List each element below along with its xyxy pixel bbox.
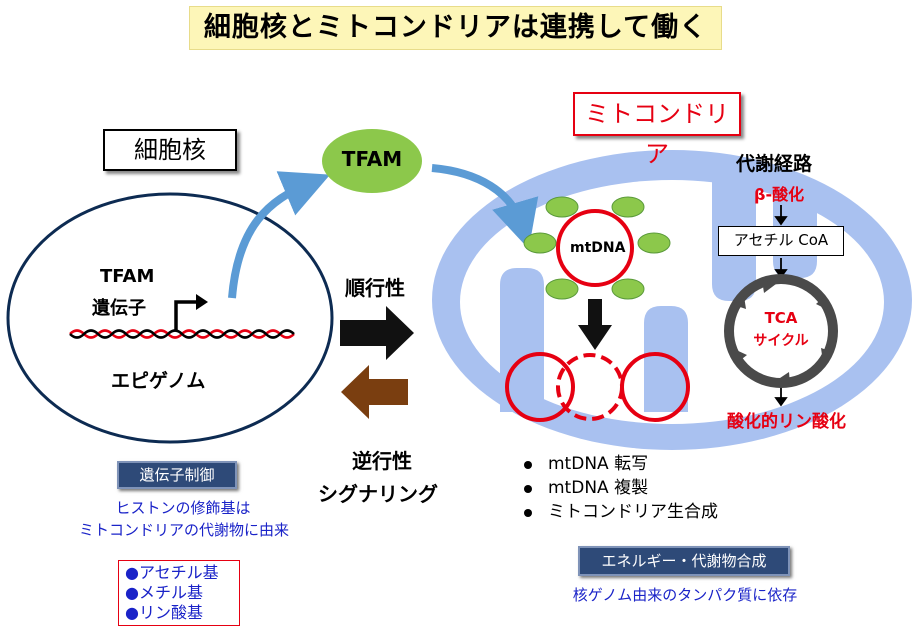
nucleus-oval bbox=[6, 192, 334, 444]
tfam-gene-label-line2: 遺伝子 bbox=[92, 298, 146, 319]
retrograde-arrow bbox=[341, 365, 408, 419]
acetyl-coa-box: アセチル CoA bbox=[718, 226, 844, 256]
modification-group-list: ●アセチル基 ●メチル基 ●リン酸基 bbox=[118, 560, 240, 626]
retrograde-label-line2: シグナリング bbox=[318, 482, 438, 506]
anterograde-label: 順行性 bbox=[345, 276, 405, 300]
beta-oxidation-label: β-酸化 bbox=[754, 185, 805, 204]
bullet-icon: ● bbox=[125, 563, 139, 582]
bullet-icon: ● bbox=[125, 583, 139, 602]
oxphos-label: 酸化的リン酸化 bbox=[727, 412, 846, 432]
replication-arrow bbox=[578, 299, 612, 350]
tfam-dots bbox=[523, 196, 671, 300]
mitochondria-label: ミトコンドリア bbox=[573, 92, 741, 168]
energy-desc: 核ゲノム由来のタンパク質に依存 bbox=[572, 586, 798, 604]
bullet-icon: ● bbox=[125, 603, 139, 622]
dna-strand-black bbox=[69, 329, 295, 339]
tca-label-line2: サイクル bbox=[753, 333, 809, 349]
tfam-gene-label-line1: TFAM bbox=[100, 266, 155, 287]
mito-bullet-item: mtDNA 複製 bbox=[548, 478, 649, 498]
mito-bullet-dots bbox=[524, 461, 532, 517]
gene-control-banner: 遺伝子制御 bbox=[117, 461, 237, 489]
anterograde-arrow bbox=[340, 306, 414, 360]
mito-bullet-item: ミトコンドリア生合成 bbox=[548, 502, 718, 522]
retrograde-label-line1: 逆行性 bbox=[352, 449, 412, 473]
mtdna-copy-left bbox=[505, 352, 575, 422]
pathway-title: 代謝経路 bbox=[736, 153, 813, 175]
mtdna-circle bbox=[556, 209, 634, 287]
export-arrow bbox=[228, 171, 331, 299]
mito-bullet-list: mtDNA 転写 mtDNA 複製 ミトコンドリア生合成 bbox=[548, 452, 718, 524]
gene-control-desc-line1: ヒストンの修飾基は bbox=[115, 499, 251, 517]
gene-control-desc-line2: ミトコンドリアの代謝物に由来 bbox=[78, 521, 289, 539]
promoter-arrow bbox=[174, 300, 198, 330]
mtdna-copy-right bbox=[620, 352, 690, 422]
tfam-bubble-shape bbox=[322, 129, 422, 193]
promoter-arrow-head bbox=[196, 294, 208, 310]
modification-group-item: ●メチル基 bbox=[125, 583, 203, 602]
tca-cycle-ring bbox=[724, 274, 838, 388]
mito-bullet-item: mtDNA 転写 bbox=[548, 454, 649, 474]
epigenome-label: エピゲノム bbox=[111, 370, 206, 392]
modification-group-item: ●アセチル基 bbox=[125, 563, 219, 582]
tca-label-line1: TCA bbox=[764, 309, 798, 327]
tca-cycle-arrowheads bbox=[734, 280, 833, 384]
page-title: 細胞核とミトコンドリアは連携して働く bbox=[189, 6, 722, 50]
import-arrow bbox=[431, 164, 539, 250]
nucleus-label: 細胞核 bbox=[103, 129, 237, 171]
tfam-bubble-label: TFAM bbox=[341, 147, 403, 171]
mtdna-label: mtDNA bbox=[570, 240, 626, 256]
pathway-arrows bbox=[774, 205, 788, 407]
energy-banner: エネルギー・代謝物合成 bbox=[578, 546, 790, 576]
modification-group-item: ●リン酸基 bbox=[125, 603, 203, 622]
